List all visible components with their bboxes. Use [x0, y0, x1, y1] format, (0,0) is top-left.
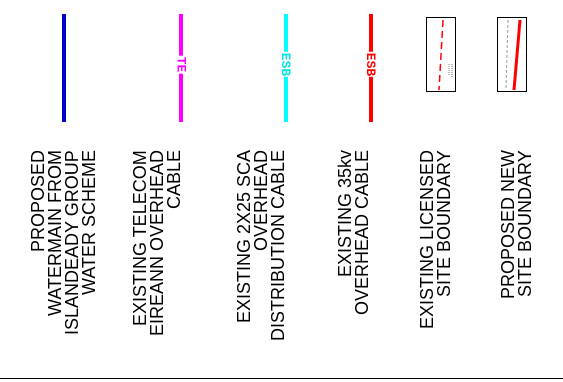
te-tag: TE — [173, 55, 189, 73]
label-proposed-site-boundary: PROPOSED NEW SITE BOUNDARY — [498, 150, 535, 300]
label-licensed-site-boundary: EXISTING LICENSED SITE BOUNDARY — [417, 150, 454, 330]
boundary-dashed-graphic — [438, 19, 453, 91]
label-35kv-cable: EXISTING 35kv OVERHEAD CABLE — [335, 150, 372, 316]
label-sca-distribution-cable: EXISTING 2X25 SCA OVERHEAD DISTRIBUTION … — [234, 150, 288, 342]
label-watermain: PROPOSED WATERMAIN FROM ISLANDEADY GROUP… — [28, 150, 99, 335]
esb-tag-red: ESB — [363, 51, 379, 77]
watermain-line-symbol — [62, 14, 66, 122]
boundary-hatch-graphic — [505, 19, 522, 91]
label-telecom-cable: EXISTING TELECOM EIREANN OVERHEAD CABLE — [130, 150, 184, 337]
esb-tag-cyan: ESB — [278, 51, 294, 77]
licensed-site-boundary-symbol — [426, 17, 456, 92]
bottom-border-line — [0, 378, 563, 379]
proposed-site-boundary-symbol — [497, 17, 527, 92]
